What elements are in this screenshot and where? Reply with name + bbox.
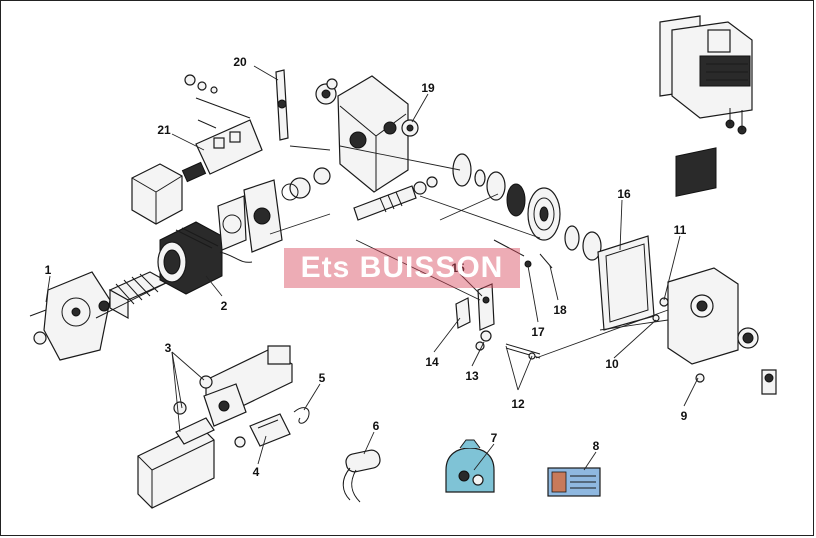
part-4-gasket-card [249, 413, 291, 447]
callout-labels: 1 2 3 4 5 6 7 8 9 10 11 12 13 14 15 16 1… [45, 55, 688, 479]
callout-21: 21 [157, 123, 171, 137]
part-19-washer [401, 119, 419, 137]
callout-17: 17 [531, 325, 545, 339]
part-20-lever-arm [275, 69, 338, 141]
gearbox-housing [281, 75, 409, 201]
callout-9: 9 [681, 409, 688, 423]
worm-shaft [353, 176, 438, 221]
callout-5: 5 [319, 371, 326, 385]
callout-7: 7 [491, 431, 498, 445]
callout-16: 16 [617, 187, 631, 201]
part-7-hardware-bag [445, 439, 495, 493]
leader-lines [45, 65, 699, 471]
callout-14: 14 [425, 355, 439, 369]
assembled-motor-thumbnail [659, 15, 753, 135]
callout-20: 20 [233, 55, 247, 69]
rotor-armature [95, 271, 173, 320]
callout-6: 6 [373, 419, 380, 433]
part-15-bracket [477, 283, 495, 331]
callout-8: 8 [593, 439, 600, 453]
callout-3: 3 [165, 341, 172, 355]
parts-17-18-shaft-pin [493, 239, 553, 269]
part-21-limit-switch-assembly [181, 74, 263, 183]
part-5-clip [293, 407, 310, 424]
watermark-banner: Ets BUISSON [284, 248, 520, 288]
part-16-gasket-plate [597, 235, 655, 331]
callout-10: 10 [605, 357, 619, 371]
callout-19: 19 [421, 81, 435, 95]
part-1-motor-end-cap [29, 271, 111, 361]
callout-12: 12 [511, 397, 525, 411]
parts-12-13-14-shaft-small-parts [455, 297, 541, 360]
main-gear-train [452, 153, 602, 261]
callout-13: 13 [465, 369, 479, 383]
callout-4: 4 [253, 465, 260, 479]
part-8-component-pack [547, 467, 601, 497]
callout-18: 18 [553, 303, 567, 317]
watermark-text: Ets BUISSON [300, 251, 504, 284]
motor-flange-plate [217, 179, 283, 253]
output-housing [652, 147, 777, 395]
part-3-base-and-controller [137, 345, 293, 509]
callout-2: 2 [221, 299, 228, 313]
assembly-lines [269, 145, 669, 359]
callout-1: 1 [45, 263, 52, 277]
callout-15: 15 [451, 261, 465, 275]
terminal-box-cover [131, 163, 183, 225]
part-6-capacitor [342, 449, 381, 503]
callout-11: 11 [674, 223, 687, 237]
